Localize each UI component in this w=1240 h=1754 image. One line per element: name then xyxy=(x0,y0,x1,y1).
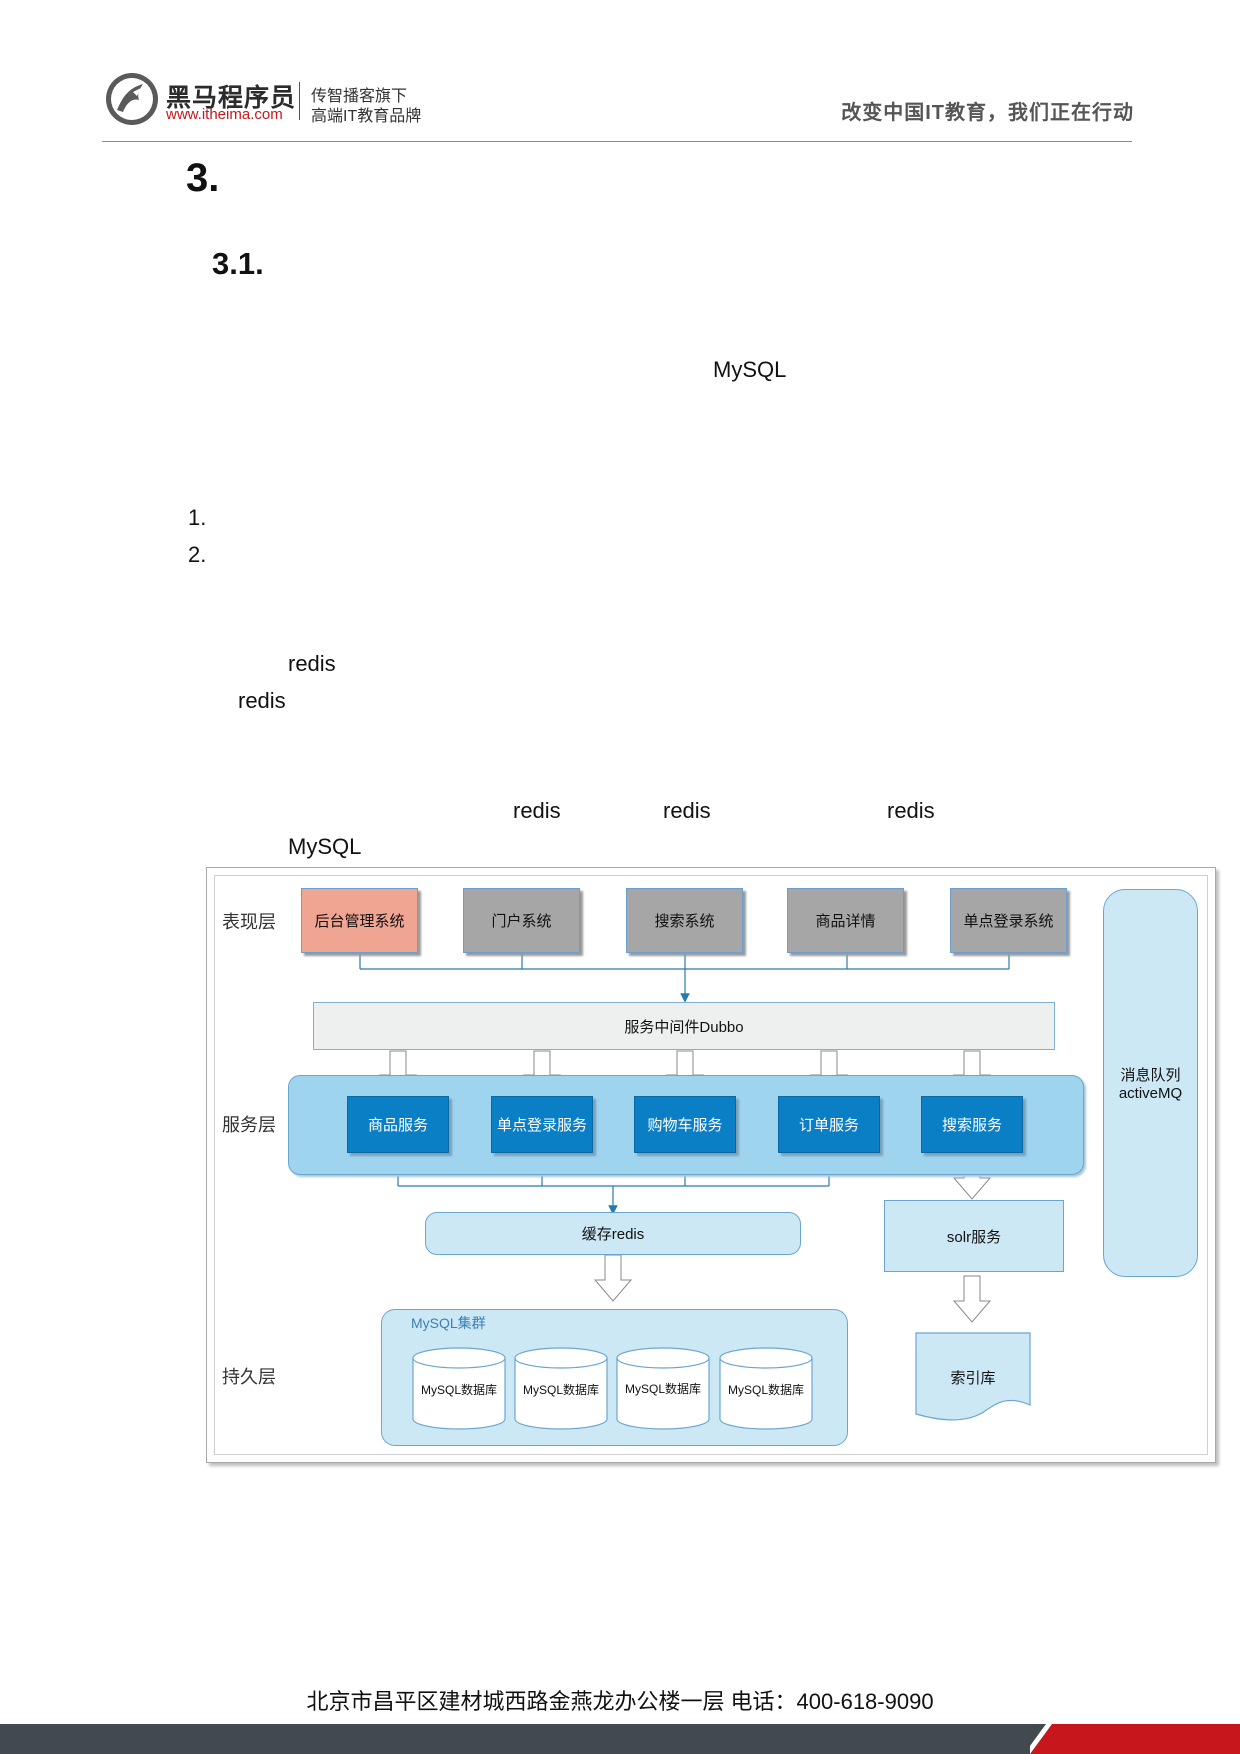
horse-logo-icon xyxy=(106,73,158,125)
logo-separator xyxy=(299,82,300,120)
logo-tagline-2: 高端IT教育品牌 xyxy=(311,108,422,125)
database-cylinders xyxy=(412,1332,1031,1430)
database-3: MySQL数据库 xyxy=(624,1382,701,1396)
text-fragment-redis: redis xyxy=(238,688,286,713)
system-search: 搜索系统 xyxy=(626,888,743,953)
header-slogan: 改变中国IT教育，我们正在行动 xyxy=(841,102,1134,124)
layer-label-service: 服务层 xyxy=(222,1115,276,1135)
text-fragment-mysql: MySQL xyxy=(288,834,362,859)
message-queue-activemq: 消息队列 activeMQ xyxy=(1103,889,1198,1277)
header-rule xyxy=(102,141,1132,142)
footer-address: 北京市昌平区建材城西路金燕龙办公楼一层 电话：400-618-9090 xyxy=(306,1689,934,1714)
heading-1: 3. xyxy=(186,156,220,200)
service-cart: 购物车服务 xyxy=(634,1096,736,1153)
system-sso: 单点登录系统 xyxy=(950,888,1067,953)
list-number-2: 2. xyxy=(188,542,207,567)
architecture-diagram: 表现层 服务层 持久层 后台管理系统 门户系统 搜索系统 商品详情 单点登录系统… xyxy=(206,867,1216,1463)
footer-red-accent xyxy=(1030,1724,1240,1754)
text-fragment-mysql: MySQL xyxy=(713,357,787,382)
heading-2: 3.1. xyxy=(212,246,264,281)
layer-label-presentation: 表现层 xyxy=(222,912,276,932)
database-2: MySQL数据库 xyxy=(522,1383,599,1397)
system-admin: 后台管理系统 xyxy=(301,888,418,953)
layer-label-persistence: 持久层 xyxy=(222,1367,276,1387)
service-search: 搜索服务 xyxy=(921,1096,1023,1153)
mq-label-line1: 消息队列 xyxy=(1120,1067,1181,1084)
text-fragment-redis: redis xyxy=(663,798,711,823)
list-number-1: 1. xyxy=(188,505,207,530)
text-fragment-redis: redis xyxy=(513,798,561,823)
mysql-cluster-title: MySQL集群 xyxy=(411,1315,486,1331)
diagram-frame xyxy=(214,875,1208,1455)
middleware-dubbo: 服务中间件Dubbo xyxy=(313,1002,1055,1050)
text-fragment-redis: redis xyxy=(887,798,935,823)
solr-service: solr服务 xyxy=(884,1200,1064,1272)
text-fragment-redis: redis xyxy=(288,651,336,676)
database-1: MySQL数据库 xyxy=(420,1383,497,1397)
logo-url: www.itheima.com xyxy=(166,106,283,123)
service-product: 商品服务 xyxy=(347,1096,449,1153)
logo-tagline-1: 传智播客旗下 xyxy=(311,88,408,105)
system-portal: 门户系统 xyxy=(463,888,580,953)
index-store: 索引库 xyxy=(950,1370,996,1387)
database-4: MySQL数据库 xyxy=(727,1383,804,1397)
system-item-detail: 商品详情 xyxy=(787,888,904,953)
service-order: 订单服务 xyxy=(778,1096,880,1153)
mq-label-line2: activeMQ xyxy=(1118,1085,1183,1102)
service-sso: 单点登录服务 xyxy=(491,1096,593,1153)
logo-name: 黑马程序员 xyxy=(166,84,297,112)
cache-redis: 缓存redis xyxy=(425,1212,801,1255)
